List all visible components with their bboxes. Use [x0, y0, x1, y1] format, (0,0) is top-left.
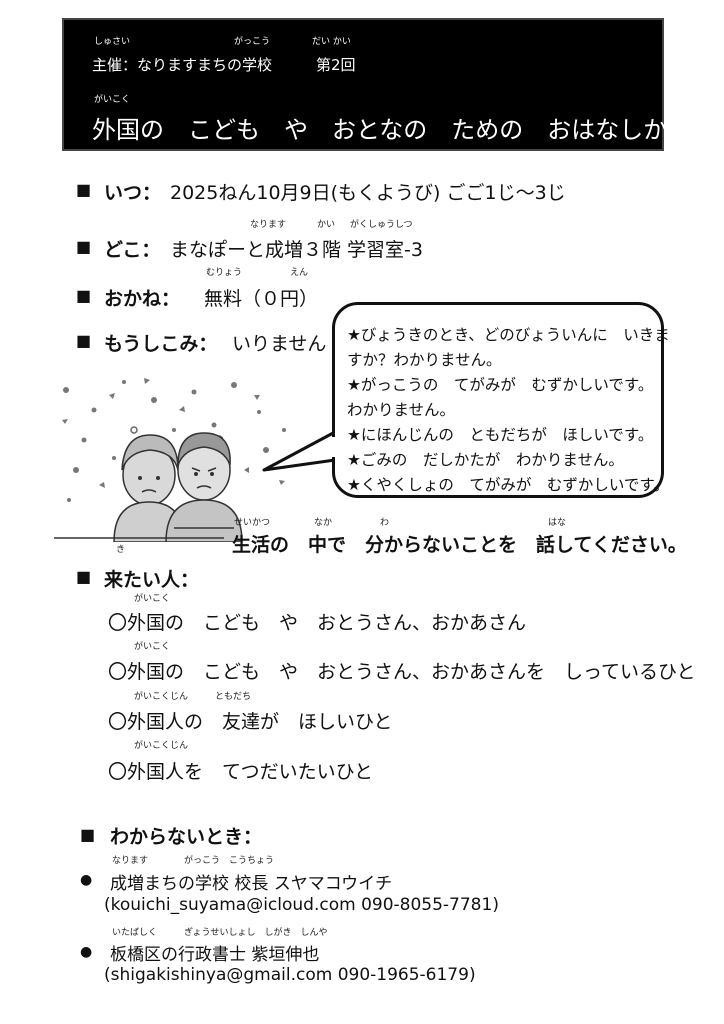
ruby-en: えん — [290, 268, 309, 278]
audience-ruby: がいこくじん — [134, 741, 189, 751]
contact-detail: (kouichi_suyama@icloud.com 090-8055-7781… — [104, 895, 499, 915]
bubble-line: ★くやくしょの てがみが むずかしいです。 — [347, 476, 669, 494]
bubble-line: ★びょうきのとき、どのびょういんに いきま — [347, 326, 670, 344]
title-banner: しゅさい がっこう だい かい 主催：なりますまちの学校 第2回 がいこく 外国… — [62, 18, 691, 151]
ruby-kai: かい — [317, 220, 336, 230]
contact-ruby: なります がっこう こうちょう — [112, 856, 275, 866]
square-bullet-icon: ■ — [76, 331, 92, 350]
audience-ruby: がいこくじん ともだち — [134, 692, 252, 702]
ruby-seikatsu: せいかつ — [234, 518, 271, 528]
session-text: 第2回 — [316, 56, 356, 74]
bullet-dot-icon: ● — [80, 872, 93, 888]
where-value: まなぽーと成増３階 学習室-3 — [170, 239, 423, 261]
ruby-naka: なか — [314, 518, 333, 528]
bubble-line: わかりません。 — [347, 401, 456, 419]
square-bullet-icon: ■ — [80, 825, 96, 844]
audience-item: 〇外国人を てつだいたいひと — [108, 761, 374, 783]
audience-ruby: がいこく — [134, 594, 171, 604]
ruby-gaikoku: がいこく — [94, 95, 131, 105]
ruby-hana: はな — [548, 518, 567, 528]
audience-item: 〇外国人の 友達が ほしいひと — [108, 711, 393, 733]
cost-label: おかね： — [104, 288, 181, 310]
audience-label: 来たい人： — [104, 569, 200, 591]
contact-name: 板橋区の行政書士 紫垣伸也 — [110, 945, 320, 965]
contacts-label: わからないとき： — [110, 826, 263, 848]
contact-ruby: いたばしく ぎょうせいしょし しがき しんや — [112, 928, 328, 938]
ruby-muryou: むりょう — [206, 268, 243, 278]
speech-bubble-tail — [262, 430, 336, 472]
apply-value: いりません — [232, 333, 327, 355]
ruby-narimasu: なります — [250, 220, 287, 230]
ruby-gakushu: がくしゅうしつ — [350, 220, 413, 230]
contact-detail: (shigakishinya@gmail.com 090-1965-6179) — [104, 965, 476, 985]
square-bullet-icon: ■ — [76, 567, 92, 586]
bubble-line: ★がっこうの てがみが むずかしいです。 — [347, 376, 654, 394]
speech-bubble: ★びょうきのとき、どのびょういんに いきま すか？わかりません。 ★がっこうの … — [332, 302, 670, 498]
ruby-session: だい かい — [312, 37, 351, 47]
audience-ruby: がいこく — [134, 642, 171, 652]
cost-value: 無料（０円） — [204, 288, 319, 310]
organizer-text: 主催：なりますまちの学校 — [92, 56, 273, 74]
when-value: 2025ねん10月9日(もくようび) ごご1じ～3じ — [170, 182, 566, 204]
contact-name: 成増まちの学校 校長 スヤマコウイチ — [110, 874, 393, 894]
bullet-dot-icon: ● — [80, 944, 93, 960]
bubble-line: ★にほんじんの ともだちが ほしいです。 — [347, 426, 654, 444]
square-bullet-icon: ■ — [76, 286, 92, 305]
square-bullet-icon: ■ — [76, 237, 92, 256]
worried-people-illustration — [54, 378, 288, 542]
ruby-wa: わ — [380, 518, 390, 528]
bubble-line: すか？わかりません。 — [347, 351, 502, 369]
page-title: 外国の こども や おとなの ための おはなしかい — [92, 116, 692, 144]
tail-joint — [330, 437, 336, 457]
audience-item: 〇外国の こども や おとうさん、おかあさんを しっているひと — [108, 661, 696, 683]
audience-item: 〇外国の こども や おとうさん、おかあさん — [108, 612, 527, 634]
when-label: いつ： — [104, 182, 162, 204]
bubble-line: ★ごみの だしかたが わかりません。 — [347, 451, 624, 469]
ruby-gakkou: がっこう — [234, 37, 271, 47]
square-bullet-icon: ■ — [76, 180, 92, 199]
where-label: どこ： — [104, 239, 161, 261]
call-to-action: 生活の 中で 分からないことを 話してください。 — [232, 534, 687, 556]
apply-label: もうしこみ： — [104, 333, 218, 355]
ruby-shusai: しゅさい — [94, 37, 131, 47]
ruby-ki: き — [116, 545, 126, 555]
